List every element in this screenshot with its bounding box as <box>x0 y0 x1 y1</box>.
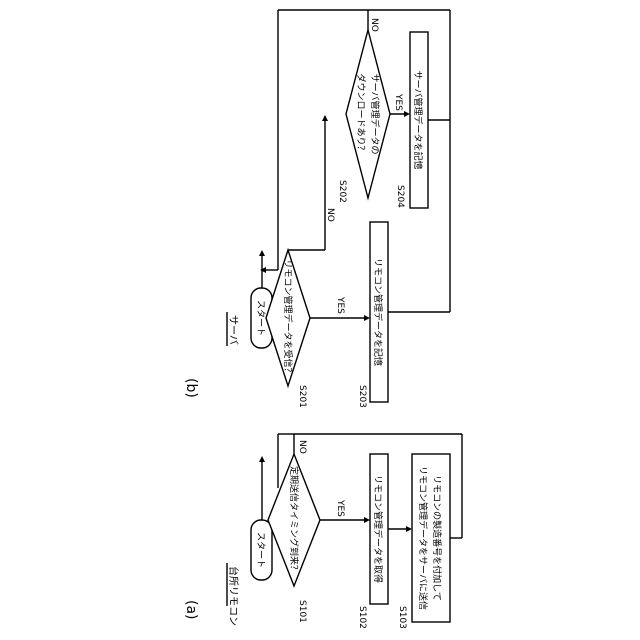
s202-decision <box>346 30 390 198</box>
s103-text-line1: リモコンの製造番号を付加して <box>431 475 443 601</box>
figure-b-label: (b) <box>183 378 199 398</box>
arrowhead-s202 <box>322 115 328 121</box>
s102-step-id: S102 <box>357 606 367 629</box>
s201-text: リモコン管理データを受信？ <box>282 259 294 376</box>
rotated-diagram: (b) サーバ スタート リモコン管理データを受信？ S201 NO YES リ… <box>183 10 462 629</box>
arrowhead-s201 <box>259 250 265 256</box>
s202-text-line2: ダウンロードあり？ <box>355 73 367 154</box>
s102-text: リモコン管理データを取得 <box>372 475 384 583</box>
server-start-label: スタート <box>255 300 266 336</box>
s202-no-label: NO <box>369 18 379 32</box>
s202-step-id: S202 <box>337 180 347 203</box>
s101-yes-label: YES <box>335 499 345 517</box>
server-actor-label: サーバ <box>227 315 239 345</box>
arrowhead-s103 <box>406 526 412 532</box>
s101-text: 定期送信タイミング到来？ <box>288 466 300 574</box>
arrowhead-s101 <box>259 456 265 462</box>
kitchen-remote-actor-label: 台所リモコン <box>227 566 240 626</box>
s204-text: サーバ管理データを記憶 <box>412 71 424 170</box>
s103-step-id: S103 <box>397 606 407 629</box>
s203-step-id: S203 <box>357 385 367 408</box>
s201-yes-label: YES <box>335 296 345 314</box>
remote-start-label: スタート <box>255 532 266 568</box>
arrowhead-s102 <box>364 517 370 523</box>
s101-no-label: NO <box>297 440 307 454</box>
s202-text-line1: サーバ管理データの <box>369 74 381 155</box>
s204-step-id: S204 <box>395 185 405 208</box>
s203-text: リモコン管理データを記憶 <box>372 258 384 366</box>
figure-a-label: (a) <box>183 600 199 620</box>
s201-step-id: S201 <box>297 385 307 408</box>
s101-step-id: S101 <box>297 600 307 623</box>
arrowhead-loop <box>260 267 266 273</box>
arrowhead-s203 <box>364 315 370 321</box>
s202-yes-label: YES <box>393 93 403 111</box>
arrowhead-s204 <box>404 111 410 117</box>
s201-no-label: NO <box>325 208 335 222</box>
s103-text-line2: リモコン管理データをサーバに送信 <box>417 466 429 610</box>
